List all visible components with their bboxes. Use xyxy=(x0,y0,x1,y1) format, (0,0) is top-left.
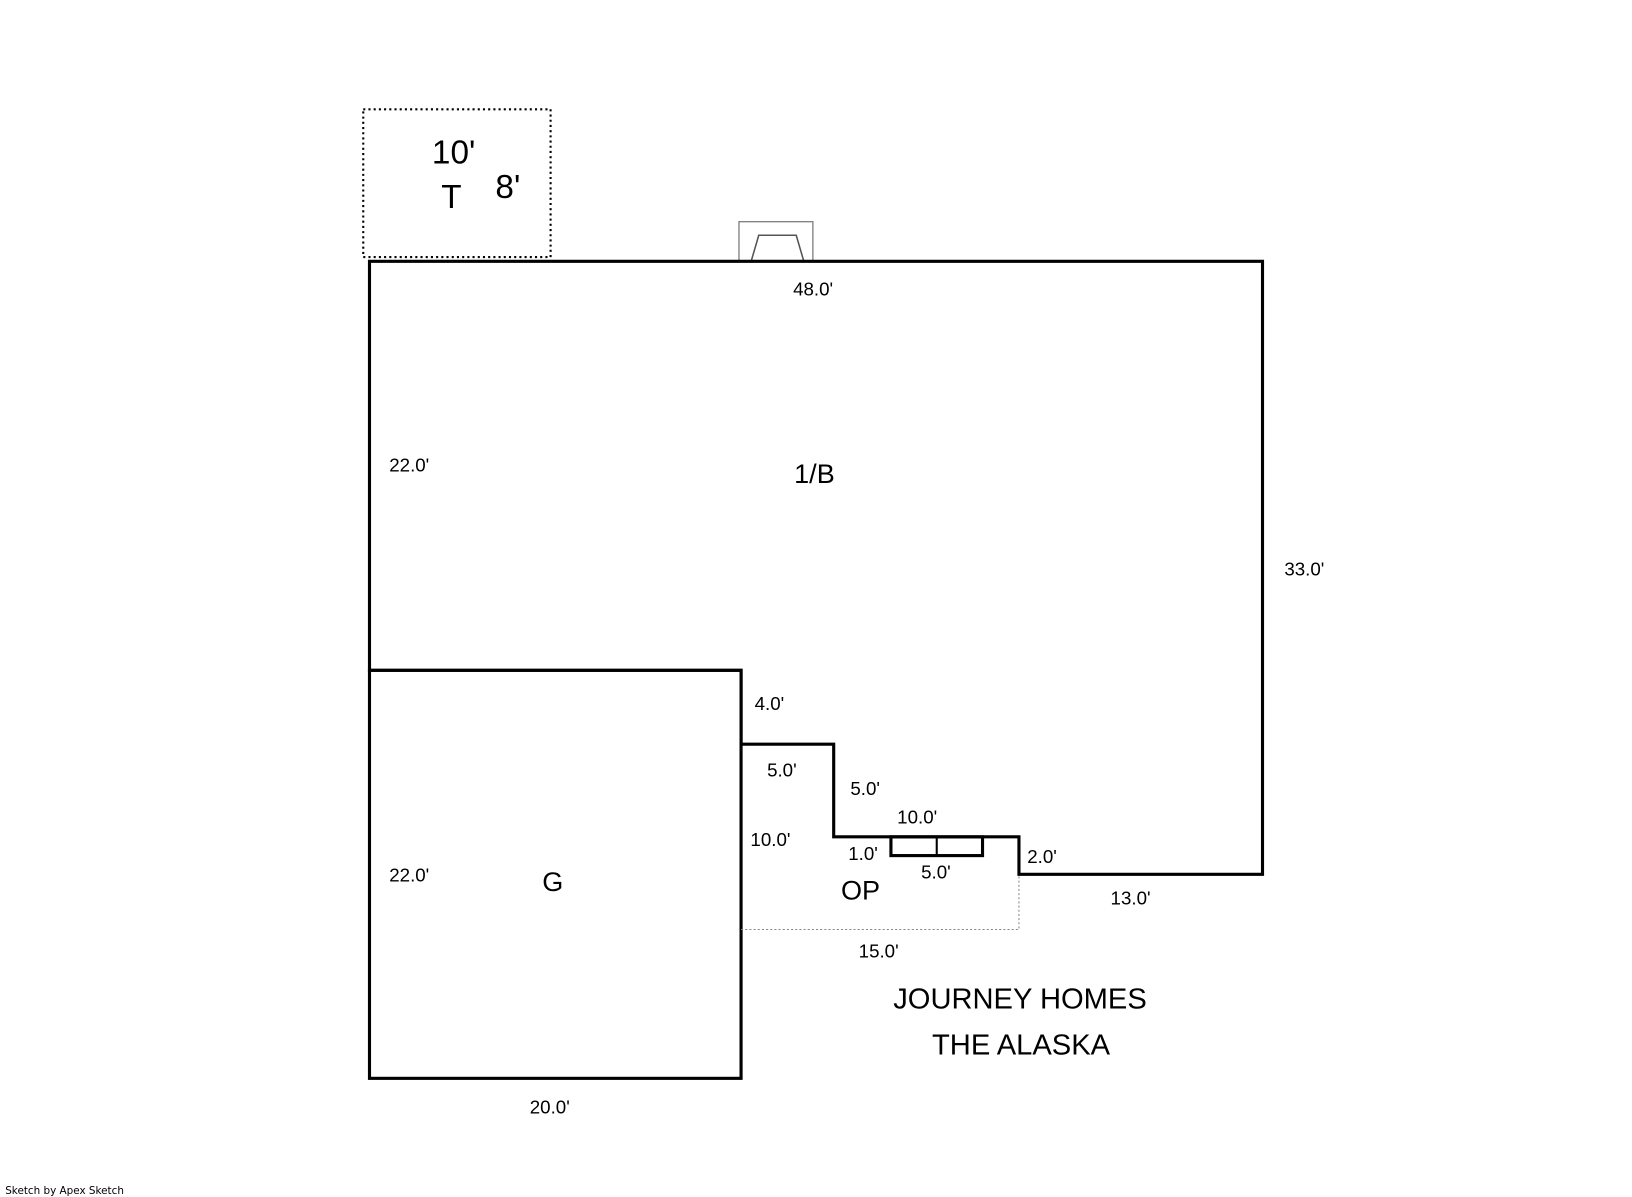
dim-stoop-depth: 1.0' xyxy=(848,843,878,864)
main-area-label: 1/B xyxy=(794,459,835,489)
dim-garage-bottom: 20.0' xyxy=(530,1097,570,1118)
garage-area-label: G xyxy=(542,867,563,897)
title-line-2: THE ALASKA xyxy=(932,1029,1111,1061)
t-area-outline xyxy=(362,108,552,259)
dim-right: 33.0' xyxy=(1284,559,1324,580)
t-area-label: T xyxy=(441,179,461,216)
dim-left-main: 22.0' xyxy=(389,455,429,476)
dim-porch-top: 10.0' xyxy=(897,806,937,827)
t-width-label: 10' xyxy=(432,134,475,171)
dim-porch-left: 10.0' xyxy=(750,829,790,850)
dim-bottom-right: 13.0' xyxy=(1111,888,1151,909)
dim-stoop-width: 5.0' xyxy=(921,861,951,882)
dim-step2-vert: 5.0' xyxy=(850,778,880,799)
title-line-1: JOURNEY HOMES xyxy=(893,984,1147,1016)
dim-left-garage: 22.0' xyxy=(389,865,429,886)
t-height-label: 8' xyxy=(495,169,520,206)
dim-step3-vert: 2.0' xyxy=(1027,846,1057,867)
main-living-outline xyxy=(367,259,1265,876)
garage-outline xyxy=(367,668,743,1080)
footer-credit: Sketch by Apex Sketch xyxy=(5,1185,124,1197)
dim-top: 48.0' xyxy=(793,279,833,300)
porch-outline xyxy=(741,874,1020,931)
fireplace-icon xyxy=(750,234,805,261)
dim-porch-bottom: 15.0' xyxy=(859,941,899,962)
dim-step1-horiz: 5.0' xyxy=(767,759,797,780)
dim-step1-vert: 4.0' xyxy=(755,693,785,714)
porch-area-label: OP xyxy=(841,875,880,905)
